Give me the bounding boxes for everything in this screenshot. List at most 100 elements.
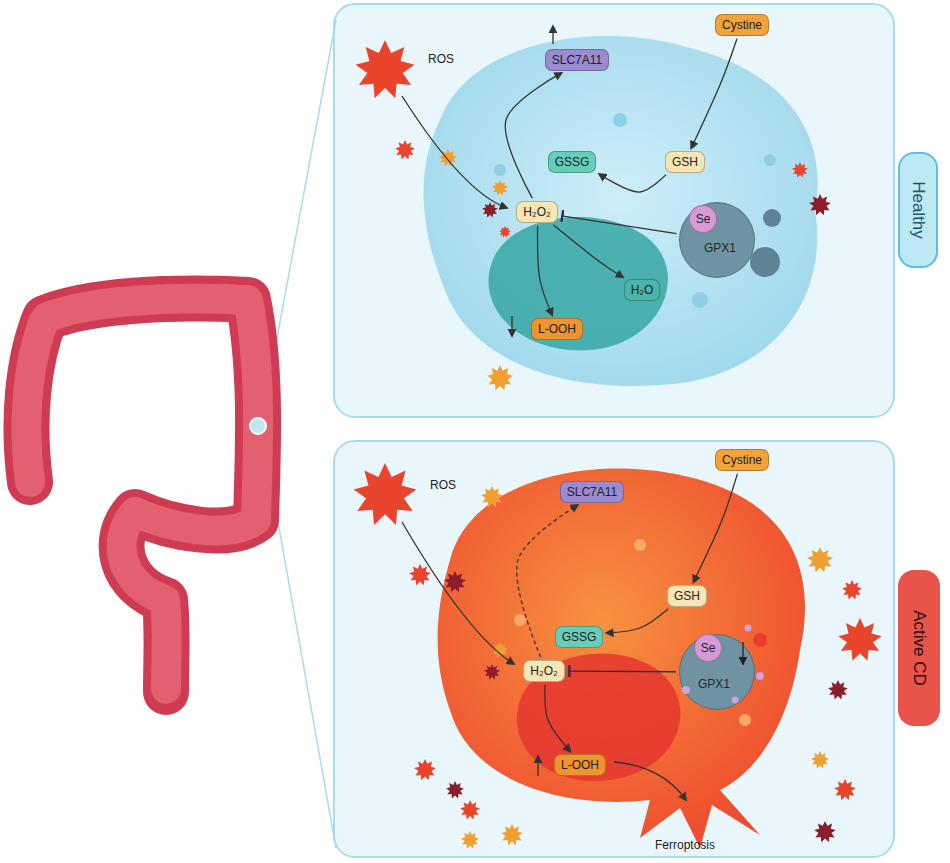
node-label: H₂O₂ xyxy=(530,664,557,678)
ros-star xyxy=(792,162,808,178)
panel-tab: Healthy xyxy=(898,152,938,268)
gpx-unit xyxy=(750,247,780,277)
molecule-pill: SLC7A11 xyxy=(545,49,609,71)
ros-star xyxy=(481,486,503,507)
vesicle xyxy=(634,539,646,551)
ferroptosis-arrow xyxy=(614,762,686,800)
arrow-connector xyxy=(545,685,570,752)
arrow-connector xyxy=(505,73,561,198)
ros-star xyxy=(484,664,500,680)
vesicle xyxy=(494,164,506,176)
enzyme-circle: Se xyxy=(689,205,717,233)
ros-star xyxy=(444,571,466,592)
molecule-pill: GSSG xyxy=(548,151,597,173)
vesicle xyxy=(692,292,708,308)
panel-ground xyxy=(334,4,894,417)
selenium-dot xyxy=(732,697,739,704)
inhibition-connector xyxy=(562,216,677,234)
ros-star xyxy=(414,759,436,780)
increase-arrow xyxy=(552,26,553,44)
selenium-dot xyxy=(745,625,752,632)
node-label: GPX1 xyxy=(698,677,730,691)
enzyme-circle: Se xyxy=(694,634,722,662)
ros-arrow xyxy=(402,522,514,664)
node-label: GPX1 xyxy=(704,241,736,255)
molecule-pill: GSH xyxy=(665,151,705,173)
ros-star xyxy=(809,194,831,215)
molecule-pill: H₂O₂ xyxy=(516,201,557,223)
node-label: H₂O₂ xyxy=(523,205,550,219)
ros-star xyxy=(834,779,856,800)
vesicle xyxy=(753,633,767,647)
arrow-connector xyxy=(599,174,666,192)
ros-star xyxy=(492,180,508,196)
panel-tab: Active CD xyxy=(898,570,940,726)
arrow-connector xyxy=(606,609,668,633)
enzyme-circle: GPX1 Se xyxy=(679,202,755,278)
decrease-arrow xyxy=(511,316,512,336)
inhibition-connector xyxy=(569,670,676,672)
node-label: SLC7A11 xyxy=(552,53,602,67)
ros-star xyxy=(356,40,415,98)
ros-star xyxy=(828,680,848,699)
ros-star xyxy=(842,580,862,599)
node-label: Se xyxy=(701,641,716,655)
ros-star xyxy=(460,800,480,819)
node-label: H₂O xyxy=(631,283,654,297)
ros-label: ROS xyxy=(430,478,456,492)
ros-star xyxy=(499,226,511,238)
node-label: GSH xyxy=(672,155,698,169)
ros-star xyxy=(354,463,417,525)
molecule-pill: L-OOH xyxy=(554,754,606,776)
molecule-pill: GSH xyxy=(667,585,707,607)
node-label: SLC7A11 xyxy=(567,485,617,499)
node-label: L-OOH xyxy=(561,758,599,772)
node-label: L-OOH xyxy=(538,322,576,336)
ros-star xyxy=(814,821,836,842)
molecule-pill: SLC7A11 xyxy=(560,481,624,503)
ros-arrow xyxy=(402,96,507,208)
colon-shade xyxy=(26,299,258,692)
enzyme-circle: GPX1 Se xyxy=(679,634,755,710)
nucleus xyxy=(517,654,681,781)
vesicle xyxy=(764,154,776,166)
decrease-arrow xyxy=(742,642,743,664)
molecule-pill: GSSG xyxy=(555,626,604,648)
arrow-connector xyxy=(691,39,737,148)
vesicle xyxy=(739,714,751,726)
node-label: GSSG xyxy=(562,630,597,644)
nucleus xyxy=(488,217,667,350)
ros-star xyxy=(811,751,829,769)
ros-star xyxy=(838,618,881,661)
panel-title: Active CD xyxy=(909,610,929,686)
zoom-marker xyxy=(250,418,266,434)
panel: HealthySLC7A11CystineGSSGGSHH₂O₂GPX1SeH₂… xyxy=(333,3,895,418)
ros-label: ROS xyxy=(428,52,454,66)
molecule-pill: L-OOH xyxy=(531,318,583,340)
selenium-dot xyxy=(756,672,764,680)
panel-ground xyxy=(334,441,894,857)
ros-star xyxy=(501,824,523,845)
colon xyxy=(26,299,258,692)
arrow-connector xyxy=(553,225,623,277)
outcome-label: Ferroptosis xyxy=(655,838,715,852)
node-label: Cystine xyxy=(722,453,762,467)
node-label: Se xyxy=(696,212,711,226)
node-label: GSSG xyxy=(555,155,590,169)
node-label: Cystine xyxy=(722,18,762,32)
panel: Active CDSLC7A11CystineGSHGSSGH₂O₂GPX1Se… xyxy=(333,440,895,858)
vesicle xyxy=(514,614,526,626)
molecule-pill: Cystine xyxy=(715,14,769,36)
ros-star xyxy=(461,831,479,849)
ros-star xyxy=(409,564,431,585)
ros-star xyxy=(487,365,513,390)
arrow-connector xyxy=(538,226,553,315)
vesicle xyxy=(613,113,627,127)
ros-star xyxy=(482,202,498,218)
ros-star xyxy=(446,781,464,799)
molecule-pill: Cystine xyxy=(715,449,769,471)
selenium-dot xyxy=(682,686,690,694)
